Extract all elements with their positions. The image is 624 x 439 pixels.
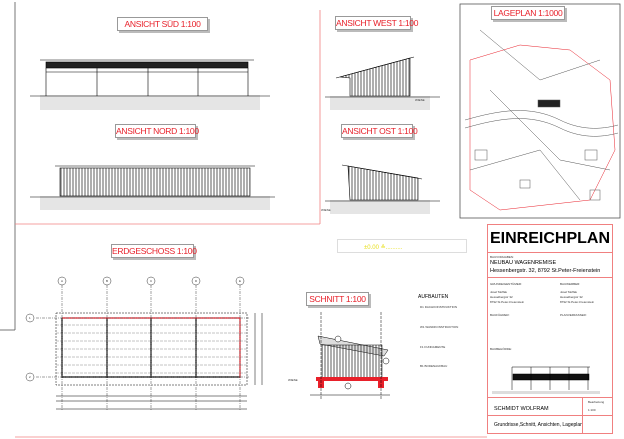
ground-label-west: WIESE (415, 98, 425, 102)
elevation-west (325, 56, 440, 110)
plan-title: EINREICHPLAN (488, 225, 612, 253)
title-block-thumbnail (492, 366, 600, 394)
level-marker: ±0.00 ≙.......... (337, 239, 467, 253)
sheet-frame (0, 2, 621, 331)
axis-a: A (61, 279, 64, 283)
aufbau-item: F1 FUNDAMENTE (420, 345, 446, 349)
project-name: NEUBAU WAGENREMISE (490, 260, 557, 266)
ground-label-east: WIESE (321, 208, 331, 212)
title-block: EINREICHPLAN BAUVORHABEN: NEUBAU WAGENRE… (487, 224, 613, 434)
content-section: Grundrisse,Schnitt, Ansichten, Lageplan (488, 416, 612, 433)
label-ansicht-west: ANSICHT WEST 1:100 (335, 16, 419, 30)
aufbauten-title: AUFBAUTEN (418, 294, 449, 300)
elevation-east (325, 164, 440, 214)
axis-e: E (239, 279, 242, 283)
section-drawing (310, 312, 390, 400)
label-ansicht-sued: ANSICHT SÜD 1:100 (117, 17, 208, 31)
project-section: BAUVORHABEN: NEUBAU WAGENREMISE Hessenbe… (488, 253, 612, 278)
label-ansicht-ost: ANSICHT OST 1:100 (341, 124, 418, 138)
project-address: Hessenbergstr. 32, 8792 St.Peter-Freiens… (490, 268, 601, 274)
elevation-north (30, 165, 275, 210)
label-ansicht-nord: ANSICHT NORD 1:100 (115, 124, 199, 138)
drafter-name: SCHMIDT WOLFRAM (494, 406, 549, 412)
aufbau-item: D1 DACHKONSTRUKTION (420, 305, 458, 309)
aufbau-item: B1 BODENAUFBAU (420, 364, 448, 368)
axis-c: C (150, 279, 153, 283)
divider (582, 398, 583, 433)
axis-1: 1 (29, 316, 31, 320)
ground-label-section: WIESE (288, 378, 298, 382)
axis-b: B (106, 279, 109, 283)
parties-section: GRUNDEIGENTÜMER: Josef Moffak Hesselberg… (490, 282, 595, 317)
axis-d: D (195, 279, 198, 283)
elevation-south (30, 59, 270, 110)
label-lageplan: LAGEPLAN 1:1000 (491, 6, 565, 20)
plan-content: Grundrisse,Schnitt, Ansichten, Lageplan (494, 422, 583, 428)
label-schnitt: SCHNITT 1:100 (306, 292, 369, 306)
authority-section: BAUBEHÖRDE: (488, 338, 612, 398)
aufbau-item: W1 WANDKONSTRUKTION (420, 325, 459, 329)
axis-2: 2 (29, 375, 31, 379)
site-plan (464, 29, 619, 211)
label-erdgeschoss: ERDGESCHOSS 1:100 (111, 244, 197, 258)
drafter-section: SCHMIDT WOLFRAM Bearbeitung 1:100 (488, 398, 612, 416)
ground-floor-plan (25, 276, 263, 410)
